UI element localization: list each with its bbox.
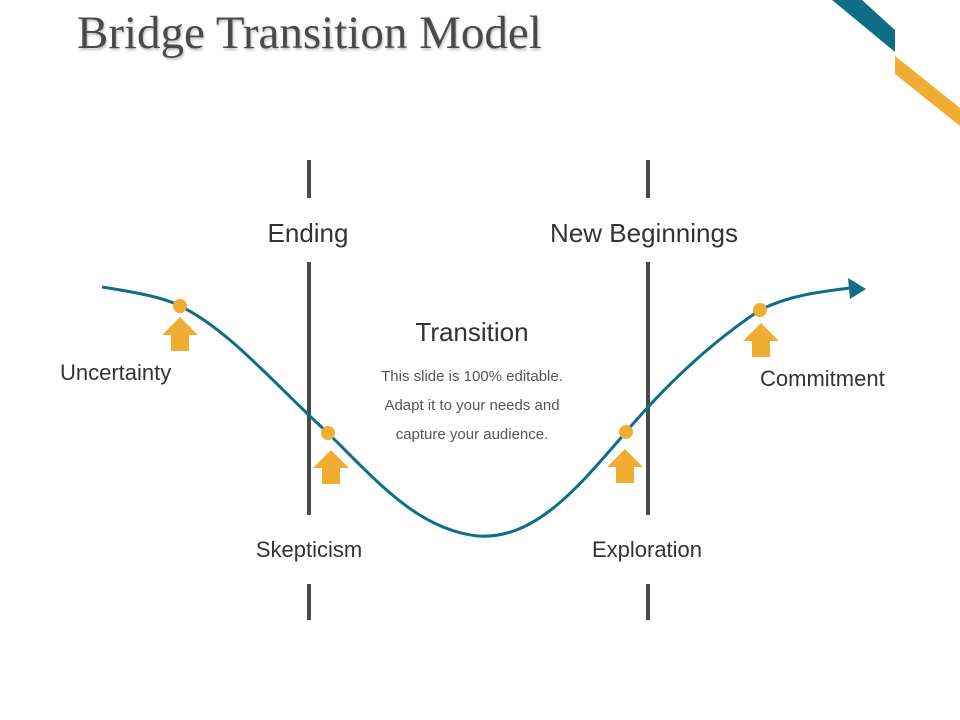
description-line: Adapt it to your needs and — [384, 397, 560, 414]
transition-curve — [101, 285, 851, 538]
dot-commitment — [753, 303, 767, 317]
arrowhead-icon — [848, 278, 866, 299]
dot-exploration — [619, 425, 633, 439]
phase-new-beginnings-label: New Beginnings — [550, 218, 738, 248]
transition-description: This slide is 100% editable. Adapt it to… — [352, 362, 592, 449]
stage-commitment-label: Commitment — [760, 366, 885, 391]
corner-accent-teal — [832, 0, 895, 52]
corner-accent-gold — [895, 56, 960, 126]
up-arrow-icon — [607, 449, 643, 483]
up-arrow-icon — [162, 317, 198, 351]
stage-exploration-label: Exploration — [591, 537, 703, 562]
dot-uncertainty — [173, 299, 187, 313]
description-line: This slide is 100% editable. — [381, 368, 563, 385]
description-line: capture your audience. — [395, 426, 549, 443]
dot-skepticism — [321, 426, 335, 440]
stage-skepticism-label: Skepticism — [255, 537, 363, 562]
phase-transition-label: Transition — [415, 317, 529, 347]
up-arrow-icon — [743, 323, 779, 357]
stage-uncertainty-label: Uncertainty — [60, 360, 172, 385]
slide-title: Bridge Transition Model — [77, 7, 542, 59]
phase-ending-label: Ending — [267, 218, 349, 248]
up-arrow-icon — [313, 450, 349, 484]
